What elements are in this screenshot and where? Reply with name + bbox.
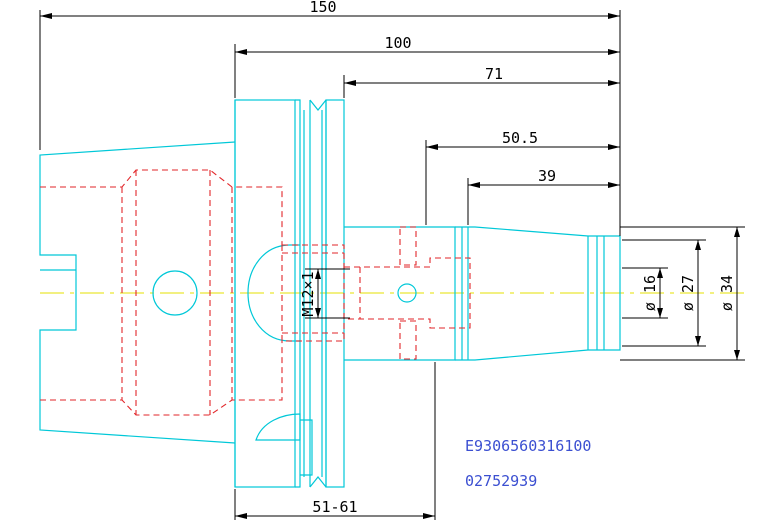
lower-screw-hidden	[399, 320, 417, 360]
body-neck	[344, 226, 456, 361]
dim-dia16-label: ø 16	[641, 275, 659, 311]
dim-150-label: 150	[309, 0, 336, 16]
nose-cone	[455, 226, 621, 361]
dim-39-label: 39	[538, 167, 556, 185]
part-code-2: 02752939	[465, 472, 537, 490]
v-groove	[295, 99, 301, 488]
dim-51-61-label: 51-61	[312, 498, 357, 516]
dim-100-label: 100	[384, 34, 411, 52]
part-code-1: E9306560316100	[465, 437, 591, 455]
shank-bore-hidden	[40, 169, 283, 245]
thread-bore-hidden	[281, 244, 345, 342]
dim-dia34-label: ø 34	[718, 275, 736, 311]
taper-shank-outline	[39, 141, 236, 444]
tool-holder-outline	[39, 99, 621, 488]
drive-slot	[255, 413, 301, 441]
dim-thread-label: M12×1	[299, 271, 317, 316]
dim-50-5-label: 50.5	[502, 129, 538, 147]
keyway-cutout	[247, 244, 300, 342]
set-screw-hole	[397, 283, 417, 303]
dim-dia27-label: ø 27	[679, 275, 697, 311]
dim-71-label: 71	[485, 65, 503, 83]
upper-screw-hidden	[399, 226, 417, 266]
retention-hole	[152, 270, 198, 316]
inner-bore-hidden	[344, 257, 471, 329]
dimension-lines	[39, 10, 745, 520]
hidden-lines	[40, 169, 471, 416]
